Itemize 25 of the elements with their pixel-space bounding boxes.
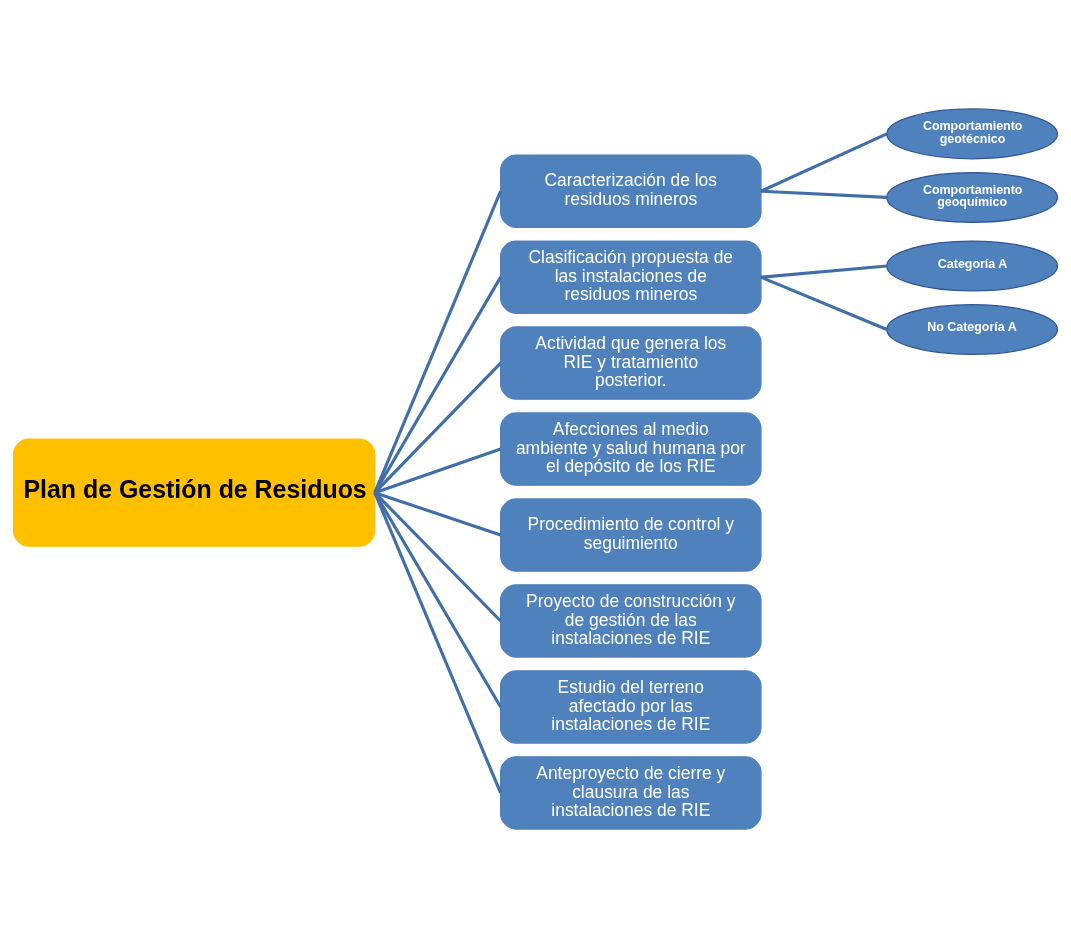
connector [760, 132, 888, 193]
node-box: Clasificación propuesta de las instalaciones de residuos mineros [500, 239, 762, 314]
node-box: Caracterización de los residuos mineros [500, 153, 762, 228]
node-box: Actividad que genera los RIE y tratamiento posterior. [500, 325, 762, 400]
connector [373, 491, 502, 708]
node-ellipse: Comportamiento geotécnico [886, 107, 1059, 159]
connector [373, 275, 502, 493]
connector [373, 361, 502, 494]
node-box: Afecciones al medio ambiente y salud humana por el depósito de los RIE [500, 411, 762, 486]
node-ellipse: No Categoría A [886, 303, 1059, 355]
node-box: Estudio del terreno afectado por las instalaciones de RIE [500, 669, 762, 744]
connector [374, 490, 502, 536]
connector [760, 189, 887, 199]
connector [373, 190, 503, 493]
connector [373, 491, 503, 793]
node-ellipse: Categoría A [886, 239, 1059, 291]
node-ellipse: Comportamiento geoquímico [886, 171, 1059, 223]
connector [373, 491, 502, 622]
connector [374, 447, 502, 494]
connector [760, 275, 888, 331]
node-box: Proyecto de construcción y de gestión de las instalaciones de RIE [500, 583, 762, 658]
connector [760, 263, 887, 279]
node-box: Plan de Gestión de Residuos [12, 437, 376, 547]
node-box: Anteproyecto de cierre y clausura de las instalaciones de RIE [500, 755, 762, 830]
node-box: Procedimiento de control y seguimiento [500, 497, 762, 572]
